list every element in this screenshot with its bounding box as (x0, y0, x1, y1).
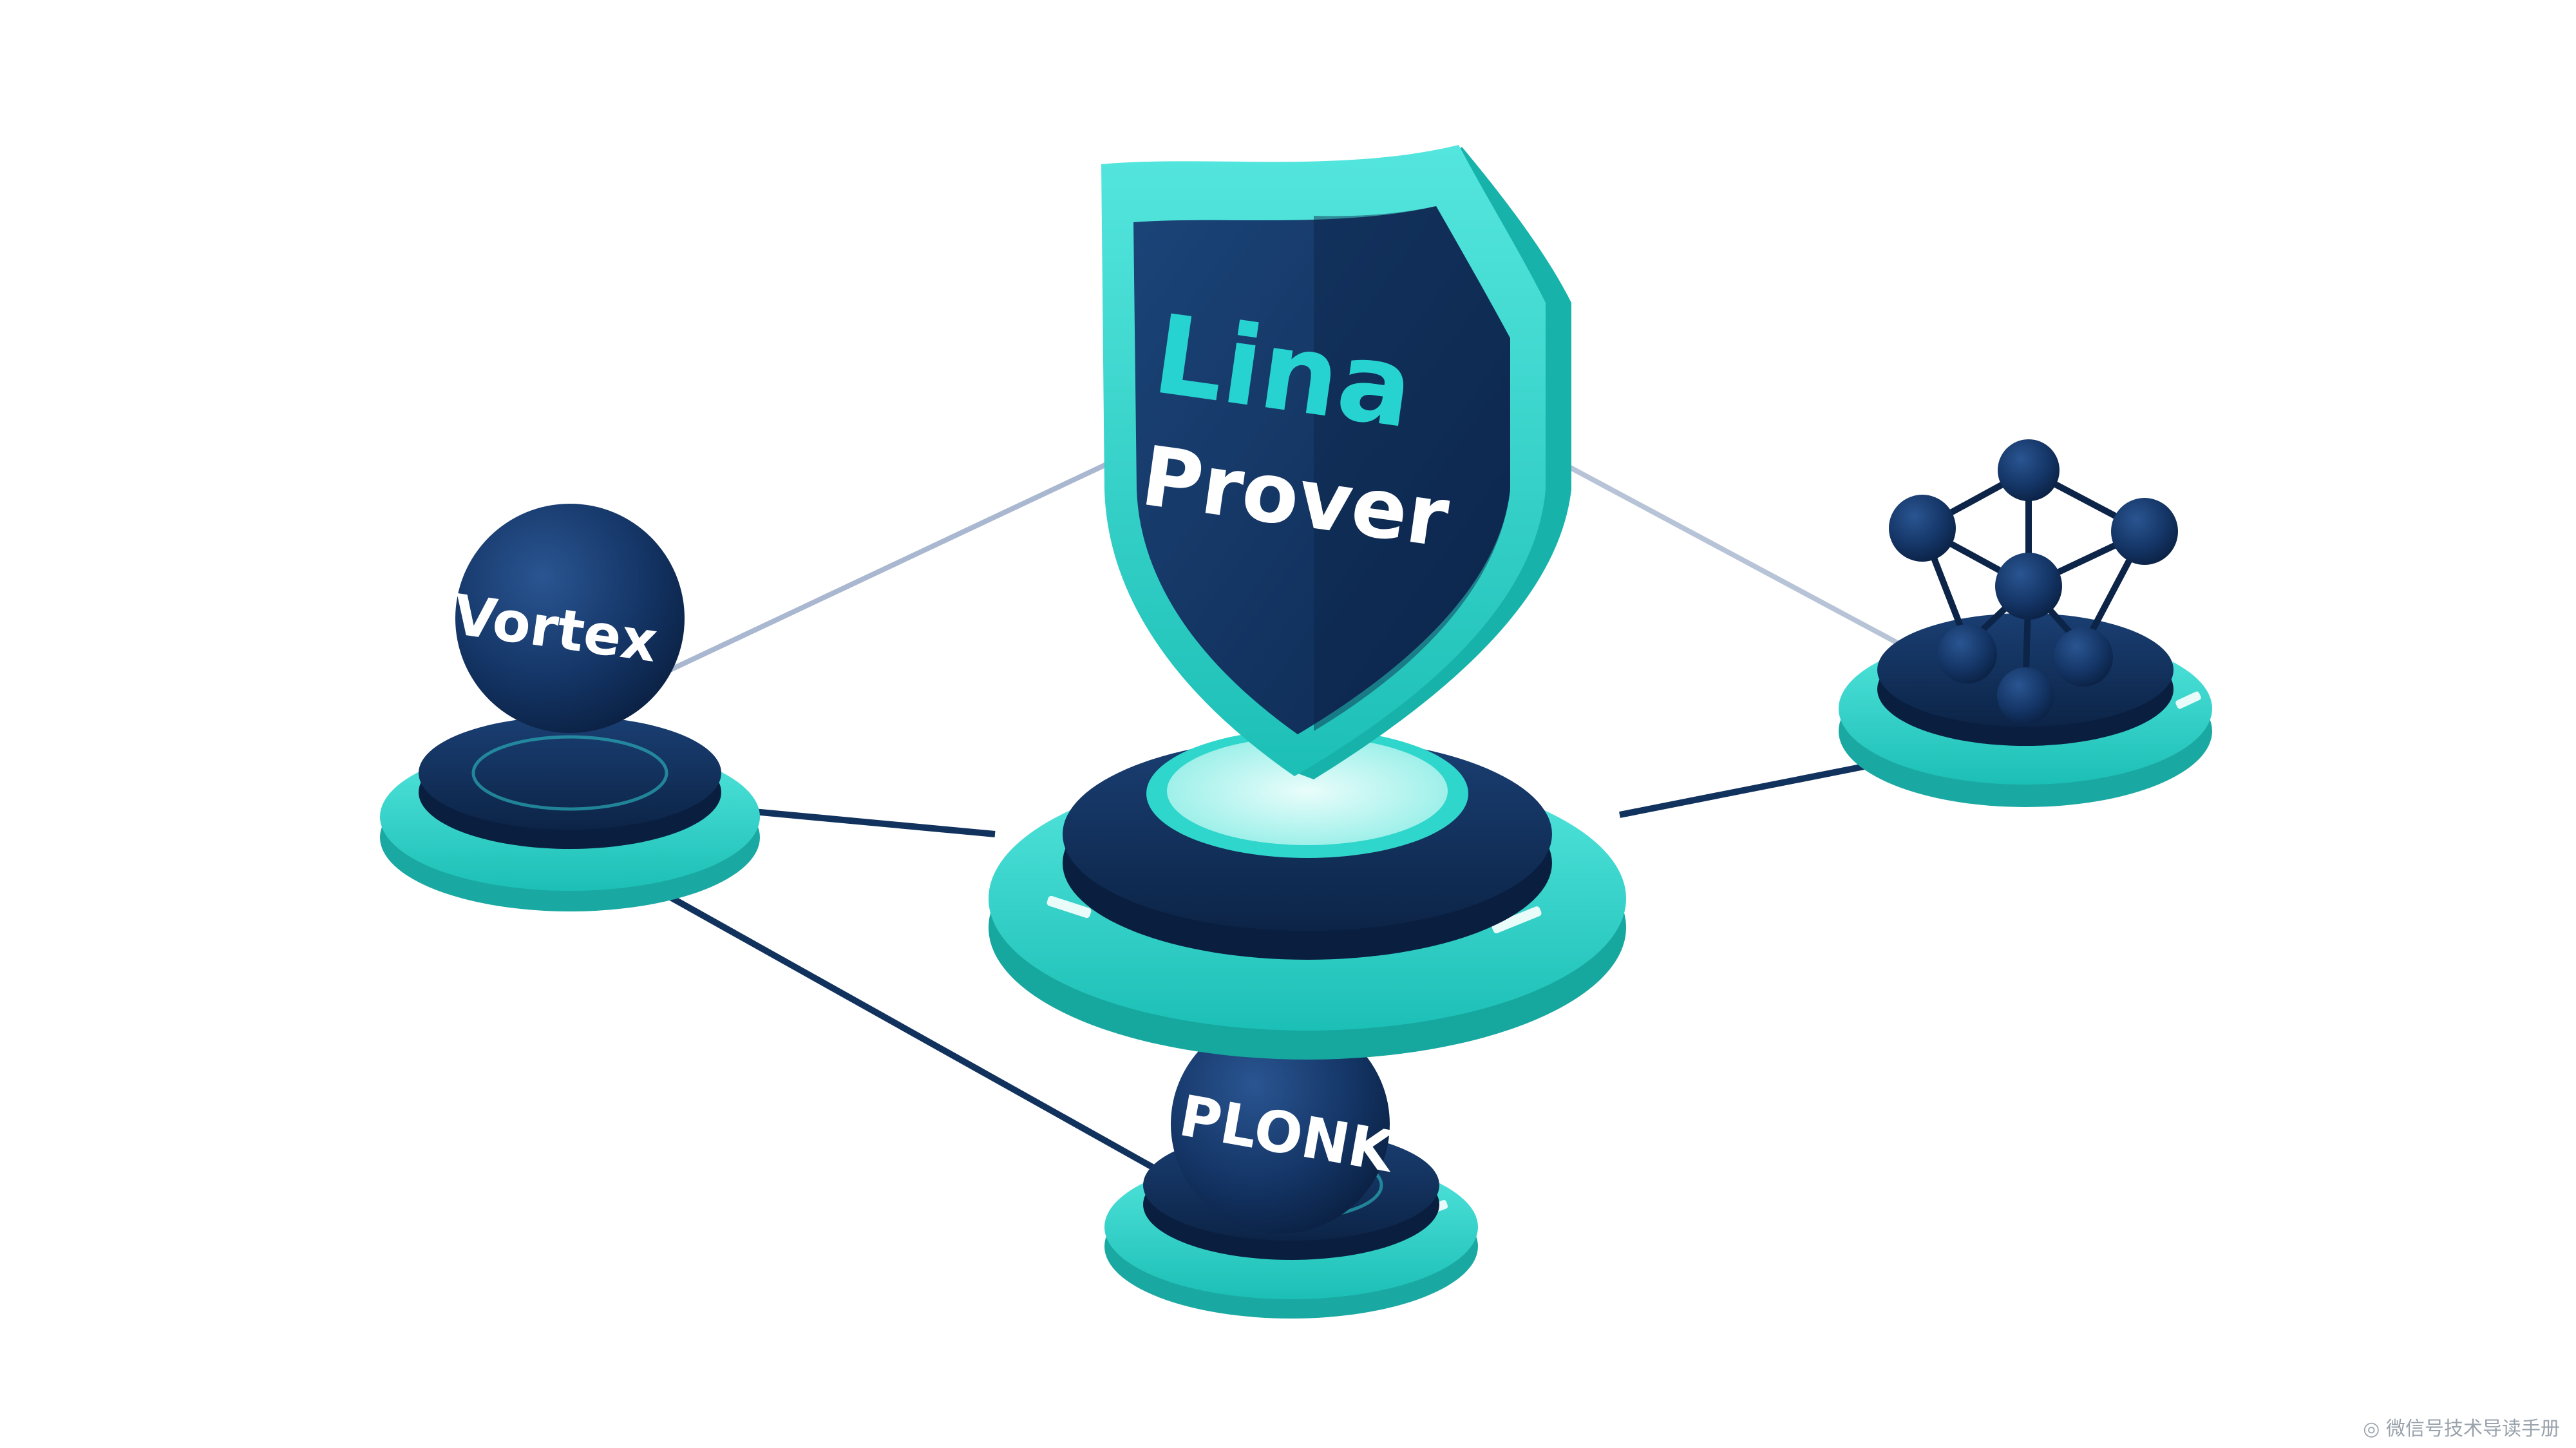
connections (642, 448, 1901, 1172)
sphere-icon (1171, 1015, 1390, 1234)
connection-center-network (1619, 758, 1891, 818)
connection-vortex-plonk (642, 879, 1158, 1172)
connection-vortex-center-upper (662, 461, 1109, 676)
shield-icon (1101, 145, 1571, 779)
connection-vortex-center (753, 808, 996, 837)
watermark-text: ◎ 微信号技术导读手册 (2363, 1418, 2560, 1440)
sphere-icon (455, 504, 685, 733)
node-plonk[interactable]: PLONK (1104, 1015, 1478, 1319)
node-network[interactable] (1839, 439, 2212, 807)
node-center-lina-prover[interactable]: Lina Prover (989, 145, 1626, 1060)
connection-center-network-upper (1538, 448, 1901, 647)
node-vortex[interactable]: Vortex (380, 504, 760, 911)
